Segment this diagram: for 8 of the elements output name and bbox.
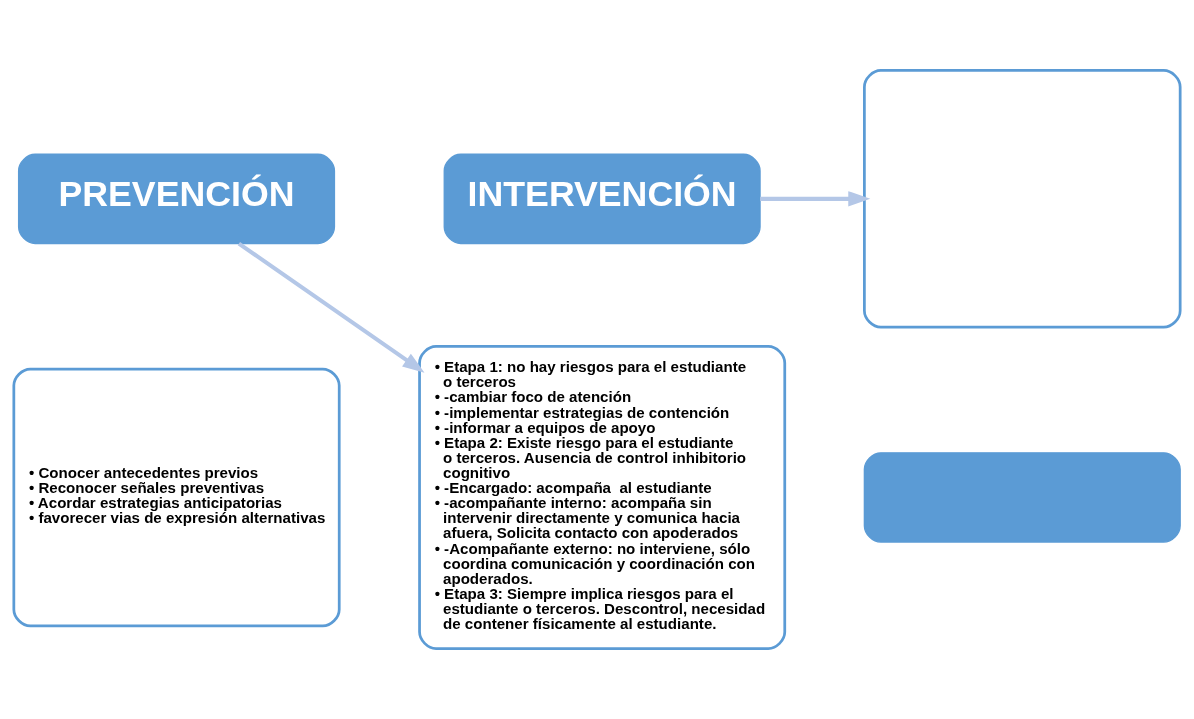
node-box [863, 452, 1181, 543]
node-box: • Etapa 1: no hay riesgos para el estudiante o terceros • -cambiar foco de atención • -implementar estrategias de contención • -informar a equipos de apoyo • Etapa 2: Existe riesgo para el estudiante o terceros. Ausencia de control inhibitorio cognitivo • -Encargado: acompaña al estudiante • -acompañante interno: acompaña sin intervenir directamente y comunica hacia afuera, Solicita contacto con apoderados • -Acompañante externo: no interviene, sólo coordina comunicación y coordinación con apoderados. • Etapa 3: Siempre implica riesgos para el estudiante o terceros. Descontrol, necesidad de contener físicamente al estudiante. [418, 345, 787, 650]
node-box: PREVENCIÓN [17, 153, 336, 245]
node-box: • Conocer antecedentes previos • Reconocer señales preventivas • Acordar estrategias anticipatorias • favorecer vias de expresión alternativas [12, 367, 341, 628]
arrow [237, 241, 425, 373]
node-box: INTERVENCIÓN [443, 153, 761, 245]
arrow [760, 191, 871, 207]
node-box [863, 69, 1182, 329]
